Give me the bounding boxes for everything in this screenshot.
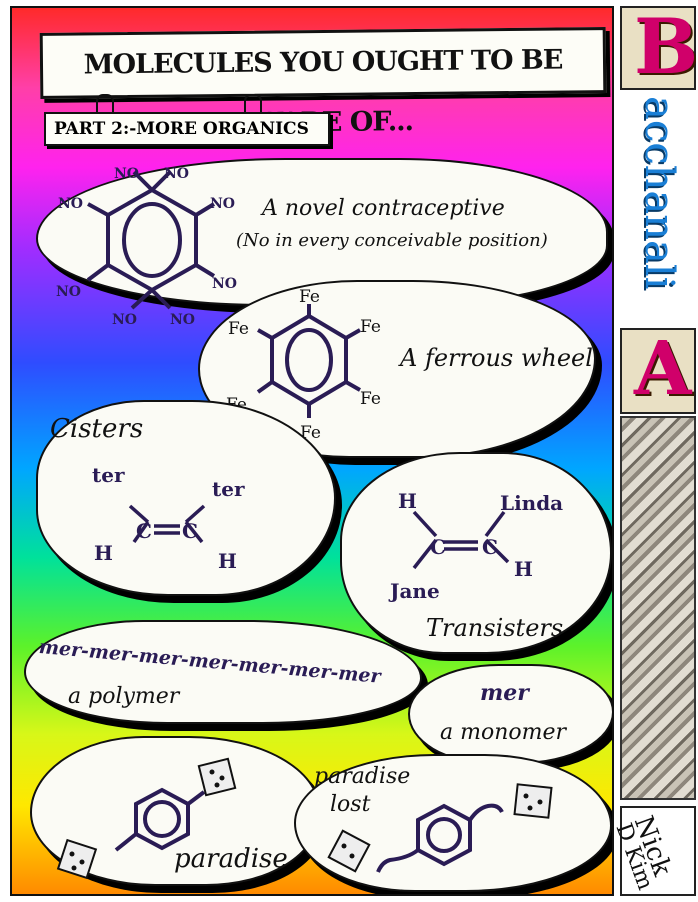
bacchanalia-sidebar: B acchanali A Nick D Kim — [611, 2, 698, 896]
hydrogen-label: H — [398, 489, 417, 513]
no-label: NO — [112, 312, 137, 328]
monomer-label: a monomer — [440, 720, 567, 745]
paradise-lost-molecule — [327, 783, 553, 873]
cis-molecule: ter ter C C H H — [92, 463, 245, 573]
carbon-label: C — [430, 535, 446, 559]
letter-a-tile: A — [620, 326, 696, 414]
vertical-word: acchanali — [636, 96, 682, 290]
cisters-title: Cisters — [50, 414, 144, 444]
fe-label: Fe — [360, 389, 381, 409]
polymer-label: a polymer — [68, 684, 180, 709]
hydrogen-label: H — [514, 557, 533, 581]
no-label: NO — [114, 166, 139, 182]
relief-sculpture-image — [620, 416, 696, 800]
ferrous-wheel-label: A ferrous wheel — [400, 344, 593, 372]
monomer-bubble — [408, 664, 612, 764]
no-label: NO — [164, 166, 189, 182]
subtitle: PART 2:-MORE ORGANICS — [44, 112, 330, 146]
paradise-dice-molecule — [56, 757, 237, 880]
page-title: MOLECULES YOU OUGHT TO BE AWARE OF... — [39, 27, 607, 139]
monomer-mer: mer — [480, 680, 529, 706]
paradise-lost-label-2: lost — [330, 792, 371, 817]
cisters-bubble — [36, 400, 336, 596]
fe-label: Fe — [228, 319, 249, 339]
no-label: NO — [56, 284, 81, 300]
cartoon-panel: MOLECULES YOU OUGHT TO BE AWARE OF... PA… — [10, 6, 614, 896]
trans-molecule: H Linda C C H Jane — [388, 489, 563, 603]
hydrogen-label: H — [94, 541, 113, 565]
signature-tile: Nick D Kim — [611, 806, 696, 896]
no-label: NO — [212, 276, 237, 292]
letter-b-tile: B — [620, 2, 698, 91]
fe-label: Fe — [299, 287, 320, 307]
linda-label: Linda — [500, 491, 563, 515]
hexa-no-benzene-molecule: NO NO NO NO NO NO NO NO — [56, 166, 237, 328]
letter-b: B — [634, 2, 698, 91]
fe-label: Fe — [360, 317, 381, 337]
transisters-bubble — [340, 452, 612, 654]
hydrogen-label: H — [218, 549, 237, 573]
carbon-label: C — [136, 519, 152, 543]
paradise-lost-label-1: paradise — [314, 764, 411, 789]
jane-label: Jane — [388, 579, 440, 603]
polymer-bubble — [24, 620, 422, 724]
no-label: NO — [210, 196, 235, 212]
ter-label: ter — [92, 463, 125, 487]
transisters-label: Transisters — [426, 614, 564, 642]
ter-label: ter — [212, 477, 245, 501]
carbon-label: C — [482, 535, 498, 559]
contraceptive-note: (No in every conceivable position) — [236, 230, 548, 251]
no-label: NO — [58, 196, 83, 212]
hexa-fe-benzene-molecule: Fe Fe Fe Fe Fe Fe — [226, 287, 381, 443]
paradise-label: paradise — [174, 844, 288, 874]
no-label: NO — [170, 312, 195, 328]
contraceptive-label: A novel contraceptive — [262, 196, 505, 221]
carbon-label: C — [182, 519, 198, 543]
letter-a: A — [634, 326, 692, 412]
